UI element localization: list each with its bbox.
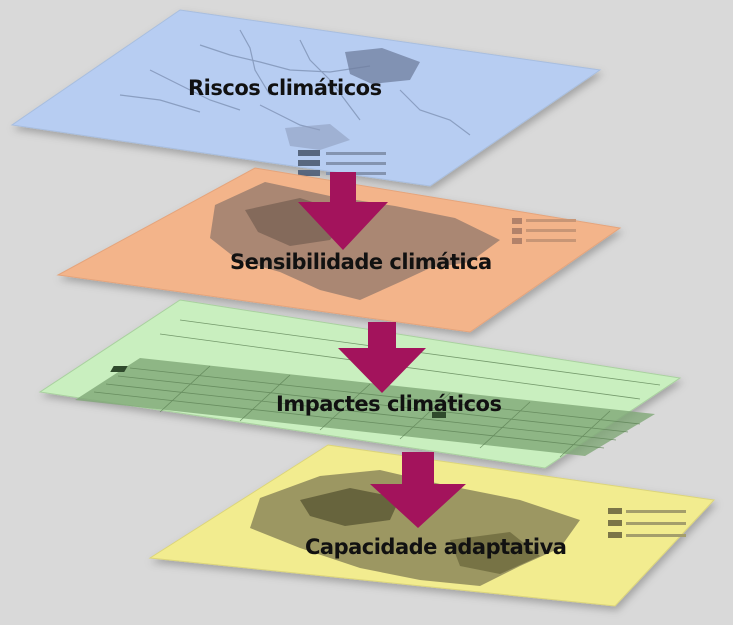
- layer-capacidade-region-dark: [300, 488, 400, 526]
- layer-riscos-map-detail: [119, 29, 471, 136]
- arrow-impactes-to-capacidade: [370, 452, 466, 528]
- layer-riscos-plane: [10, 9, 602, 187]
- label-sensibilidade: Sensibilidade climática: [230, 250, 492, 274]
- layer-impactes-table-band: [75, 358, 655, 456]
- layer-sensibilidade: [56, 167, 622, 333]
- layer-impactes-table-grid: [93, 319, 661, 458]
- arrow-riscos-to-sensibilidade: [298, 172, 388, 250]
- label-riscos: Riscos climáticos: [188, 76, 382, 100]
- layer-riscos: [10, 9, 602, 187]
- layer-impactes-cell-dark: [110, 366, 128, 372]
- label-impactes: Impactes climáticos: [276, 392, 502, 416]
- layer-capacidade-region-dark-2: [450, 532, 540, 574]
- layer-sensibilidade-legend: [512, 218, 576, 244]
- layer-impactes: [38, 299, 682, 469]
- layer-capacidade: [148, 444, 716, 607]
- arrow-sensibilidade-to-impactes: [338, 322, 426, 393]
- label-capacidade: Capacidade adaptativa: [305, 535, 567, 559]
- layer-riscos-estuary: [285, 124, 350, 150]
- layer-impactes-cell-dark-2: [432, 412, 446, 418]
- layer-capacidade-legend: [608, 508, 686, 538]
- layer-riscos-water-body: [345, 48, 420, 84]
